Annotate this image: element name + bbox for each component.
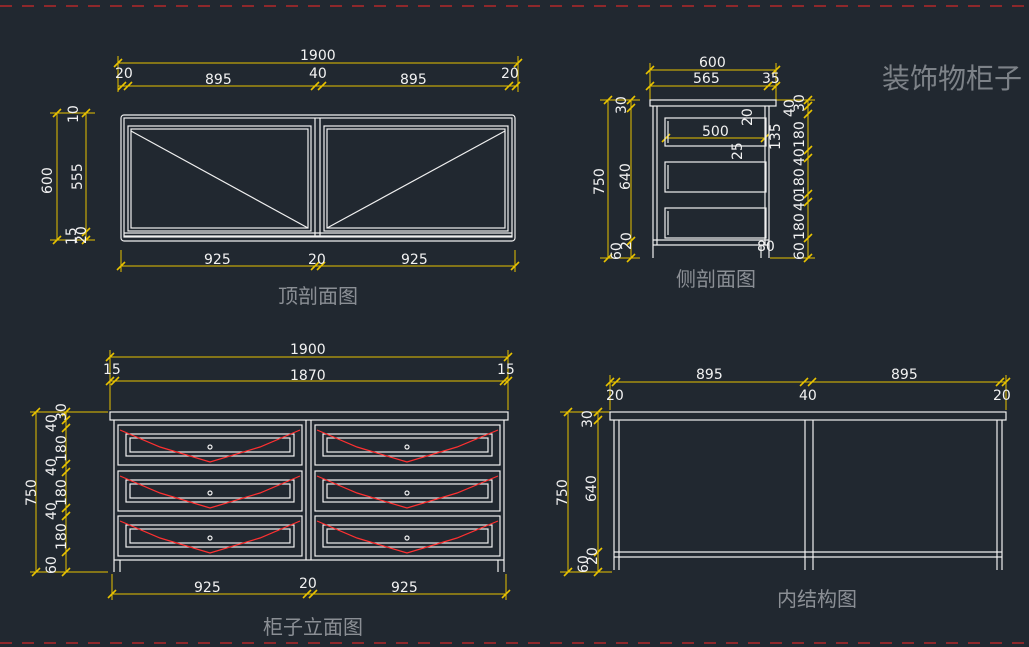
dim-side-r40a: 40	[782, 99, 798, 117]
dim-side-135: 135	[768, 123, 784, 150]
dim-top-edge-left: 20	[115, 66, 133, 82]
dim-top-bottom-center: 20	[308, 252, 326, 268]
dim-side-r180b: 180	[792, 168, 808, 195]
dim-side-leg80: 80	[757, 239, 775, 255]
dim-elev-bottom-left: 925	[194, 580, 221, 596]
dim-top-depth-top: 10	[66, 105, 82, 123]
drawer-left-1[interactable]	[117, 424, 303, 466]
dim-side-mid-offset: 25	[730, 142, 746, 160]
dim-elev-v40c: 40	[44, 502, 60, 520]
label-side-section: 侧剖面图	[676, 267, 756, 291]
drawer-right-3[interactable]	[314, 515, 501, 557]
top-section-view: 1900 20 895 40 895 20 600 10 555 15 20	[40, 48, 523, 308]
dim-elev-v60: 60	[44, 556, 60, 574]
top-section-drawing	[120, 114, 516, 242]
dim-elev-bottom-right: 925	[391, 580, 418, 596]
dim-side-base60: 60	[609, 242, 625, 260]
dim-elev-v180a: 180	[54, 435, 70, 462]
dim-inner-base60: 60	[576, 555, 592, 573]
dim-elev-v30: 30	[54, 403, 70, 421]
dim-top-panel-right: 895	[400, 72, 427, 88]
inner-structure-dimensions: 20 895 40 895 20 750 30 640 60 20	[555, 367, 1011, 577]
dim-top-center: 40	[309, 66, 327, 82]
dim-side-r40b: 40	[792, 148, 808, 166]
inner-structure-view: 20 895 40 895 20 750 30 640 60 20	[555, 367, 1011, 611]
dim-elev-inner: 1870	[290, 368, 326, 384]
dim-top-overall: 1900	[300, 48, 336, 64]
dim-top-depth-mid: 555	[70, 163, 86, 190]
drawer-right-2[interactable]	[314, 470, 501, 512]
dim-elev-height: 750	[24, 479, 40, 506]
dim-elev-bottom-center: 20	[299, 576, 317, 592]
dim-top-depth-bottom2: 20	[74, 226, 90, 244]
side-section-drawing	[649, 99, 777, 258]
dim-inner-edge-right: 20	[993, 388, 1011, 404]
dim-inner-base20: 20	[585, 547, 601, 565]
dim-side-height: 750	[592, 168, 608, 195]
dim-side-inner: 500	[702, 124, 729, 140]
elevation-view: 1900 15 1870 15 750 30 40 180 40	[24, 342, 515, 639]
dim-inner-top30: 30	[580, 410, 596, 428]
dim-side-r40c: 40	[792, 193, 808, 211]
dim-inner-edge-left: 20	[606, 388, 624, 404]
dim-elev-overall: 1900	[290, 342, 326, 358]
label-top-section: 顶剖面图	[278, 284, 358, 308]
drawer-right-1[interactable]	[314, 424, 501, 466]
dim-inner-center: 40	[799, 388, 817, 404]
dim-side-overall: 600	[699, 55, 726, 71]
dim-side-body: 565	[693, 71, 720, 87]
dim-side-top-offset: 20	[740, 108, 756, 126]
dim-top-panel-left: 895	[205, 72, 232, 88]
dim-side-base20: 20	[619, 232, 635, 250]
label-elevation: 柜子立面图	[263, 615, 363, 639]
dim-side-r60: 60	[792, 242, 808, 260]
drawer-left-2[interactable]	[117, 470, 303, 512]
dim-side-front: 35	[762, 71, 780, 87]
inner-structure-drawing	[609, 411, 1007, 570]
dim-top-depth-bottom1: 15	[64, 227, 80, 245]
dim-top-depth-total: 600	[40, 167, 56, 194]
dim-top-edge-right: 20	[501, 66, 519, 82]
dim-side-r30: 30	[792, 94, 808, 112]
dim-elev-v180b: 180	[54, 479, 70, 506]
elevation-drawing	[109, 411, 509, 572]
dim-elev-edge-right: 15	[497, 362, 515, 378]
dim-side-top30: 30	[614, 96, 630, 114]
dim-top-bottom-right: 925	[401, 252, 428, 268]
side-section-view: 600 565 35 500 20 25 135 750 30 640	[592, 55, 815, 291]
drawer-left-3[interactable]	[117, 515, 303, 557]
elevation-dimensions: 1900 15 1870 15 750 30 40 180 40	[24, 342, 515, 600]
dim-elev-v180c: 180	[54, 523, 70, 550]
dim-top-bottom-left: 925	[204, 252, 231, 268]
dim-side-r180c: 180	[792, 213, 808, 240]
top-section-dimensions: 1900 20 895 40 895 20 600 10 555 15 20	[40, 48, 523, 272]
dim-inner-640: 640	[584, 475, 600, 502]
dim-inner-span-left: 895	[696, 367, 723, 383]
drawing-title: 装饰物柜子	[882, 62, 1022, 95]
dim-side-640: 640	[618, 163, 634, 190]
side-section-dimensions: 600 565 35 500 20 25 135 750 30 640	[592, 55, 815, 263]
dim-inner-span-right: 895	[891, 367, 918, 383]
sheet-border	[0, 5, 1029, 644]
dim-side-r180a: 180	[792, 121, 808, 148]
dim-elev-edge-left: 15	[103, 362, 121, 378]
label-inner-structure: 内结构图	[777, 587, 857, 611]
dim-elev-v40b: 40	[44, 458, 60, 476]
dim-inner-height: 750	[555, 479, 571, 506]
dim-elev-v40a: 40	[44, 414, 60, 432]
